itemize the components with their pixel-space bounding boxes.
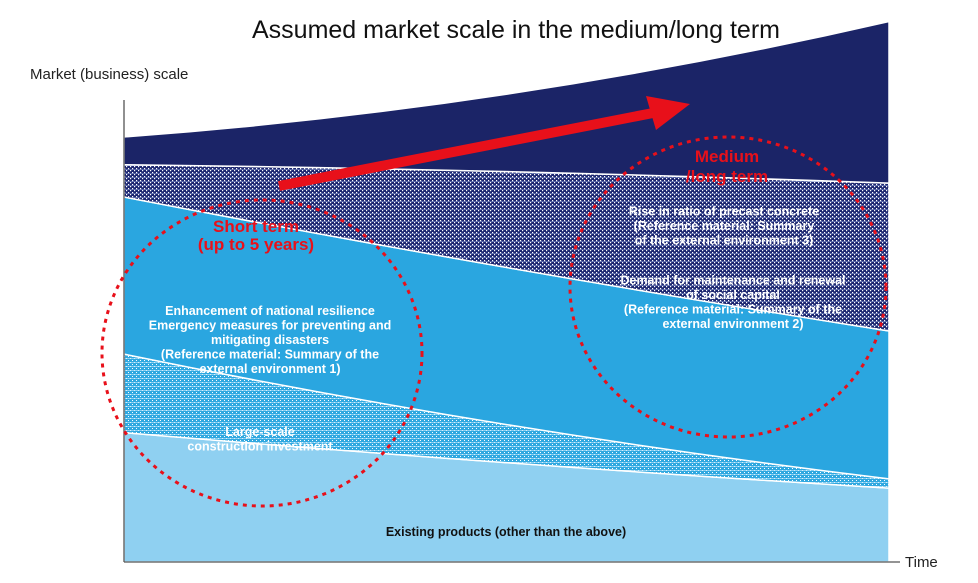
area-label-3-line-4: (Reference material: Summary of the [161, 348, 379, 362]
trend-arrow [278, 96, 690, 191]
area-label-2-line-1: Large-scale [225, 425, 295, 439]
short-term-line-1: Short term [213, 217, 299, 236]
area-label-4-line-4: external environment 2) [662, 317, 803, 331]
trend-arrow-shaft [278, 108, 654, 191]
medium-long-term-circle [568, 135, 888, 439]
area-label-4-line-1: Demand for maintenance and renewal [620, 273, 845, 287]
area-layer-5 [123, 20, 890, 184]
area-label-5-line-2: (Reference material: Summary [634, 219, 815, 233]
y-axis-label: Market (business) scale [30, 66, 188, 83]
area-label-3-line-2: Emergency measures for preventing and [149, 319, 391, 333]
medium-long-term-line-1: Medium [695, 147, 759, 166]
short-term-label: Short term (up to 5 years) [198, 217, 314, 254]
area-label-4-line-3: (Reference material: Summary of the [624, 302, 842, 316]
short-term-circle [100, 198, 424, 508]
medium-long-term-line-2: /long term [686, 167, 768, 186]
area-label-2-line-2: construction investment [187, 439, 333, 453]
chart-title: Assumed market scale in the medium/long … [252, 16, 780, 44]
short-term-line-2: (up to 5 years) [198, 235, 314, 254]
area-label-4-line-2: of social capital [686, 288, 780, 302]
area-label-3-line-5: external environment 1) [199, 362, 340, 376]
trend-arrow-head [646, 96, 690, 130]
area-label-1-line-1: Existing products (other than the above) [386, 525, 626, 539]
layer-labels: Existing products (other than the above)… [149, 205, 846, 540]
stacked-areas [123, 20, 890, 563]
area-label-3-line-3: mitigating disasters [211, 333, 329, 347]
area-label-3-line-1: Enhancement of national resilience [165, 304, 375, 318]
medium-long-term-label: Medium /long term [686, 147, 768, 186]
x-axis-label: Time [905, 554, 938, 571]
area-label-5-line-1: Rise in ratio of precast concrete [629, 205, 819, 219]
area-label-5-line-3: of the external environment 3) [635, 234, 814, 248]
